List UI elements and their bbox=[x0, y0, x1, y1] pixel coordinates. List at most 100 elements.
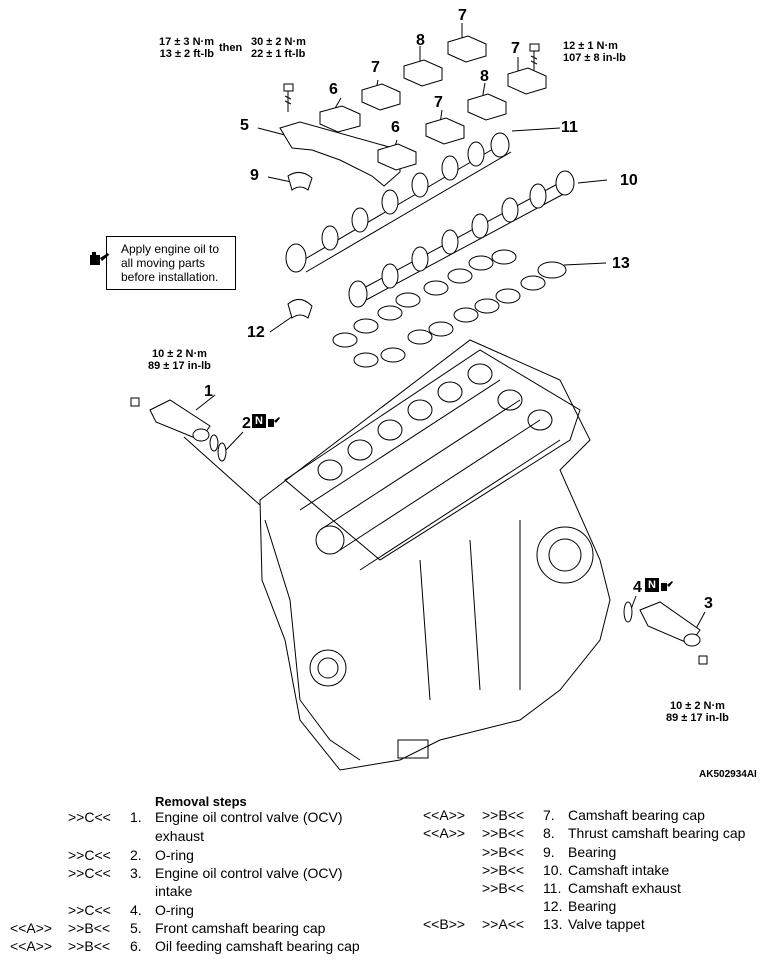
torque-line: 107 ± 8 in-lb bbox=[563, 52, 626, 64]
step-text: Front camshaft bearing cap bbox=[155, 920, 326, 936]
step-text: Oil feeding camshaft bearing cap bbox=[155, 938, 360, 954]
step-row: <<A>> >>B<< 8. Thrust camshaft bearing c… bbox=[0, 824, 770, 842]
step-number: 8. bbox=[543, 825, 555, 841]
callout-7d: 7 bbox=[511, 40, 520, 57]
step-remove-mark: >>B<< bbox=[482, 825, 525, 841]
engine-block bbox=[259, 339, 611, 771]
step-text: Bearing bbox=[568, 844, 617, 860]
removal-steps-title: Removal steps bbox=[155, 794, 247, 809]
removal-steps: Removal steps >>C<< 1. Engine oil contro… bbox=[0, 790, 770, 964]
torque-line: 12 ± 1 N·m bbox=[563, 40, 618, 52]
step-text: Camshaft exhaust bbox=[568, 880, 681, 896]
step-row: >>B<< 10. Camshaft intake bbox=[0, 861, 770, 879]
step-row: <<A>> >>B<< 7. Camshaft bearing cap bbox=[0, 806, 770, 824]
note-line: all moving parts bbox=[121, 256, 206, 270]
callout-8b: 8 bbox=[480, 68, 489, 85]
note-line: before installation. bbox=[121, 270, 219, 284]
oil-can-icon bbox=[660, 578, 674, 592]
step-install-mark: <<A>> bbox=[10, 938, 53, 954]
callout-11: 11 bbox=[561, 119, 578, 136]
step-number: 7. bbox=[543, 807, 555, 823]
o-ring-4 bbox=[623, 601, 633, 623]
bolt-icon bbox=[130, 43, 708, 665]
step-remove-mark: >>C<< bbox=[68, 865, 111, 881]
step-text: O-ring bbox=[155, 847, 194, 863]
step-number: 2. bbox=[130, 847, 142, 863]
torque-line: 22 ± 1 ft-lb bbox=[251, 48, 306, 60]
o-ring-2 bbox=[217, 442, 227, 462]
step-number: 11. bbox=[543, 880, 562, 896]
callout-7b: 7 bbox=[371, 59, 380, 76]
step-text: Engine oil control valve (OCV) bbox=[155, 809, 343, 825]
torque-line: 17 ± 3 N·m bbox=[159, 36, 214, 48]
ocv-intake bbox=[639, 601, 701, 647]
engine-exploded-diagram: AK502934AI 1 2 3 4 5 6 6 7 7 7 7 8 8 9 1… bbox=[88, 7, 757, 780]
oil-can-icon bbox=[267, 414, 281, 428]
step-remove-mark: >>C<< bbox=[68, 809, 111, 825]
engine-oil-note: Apply engine oil to all moving parts bef… bbox=[106, 236, 236, 290]
camshaft-intake bbox=[348, 170, 575, 308]
step-row: >>C<< 4. O-ring bbox=[0, 901, 380, 919]
callout-10: 10 bbox=[620, 172, 638, 189]
step-text-cont: exhaust bbox=[155, 828, 205, 844]
step-row: <<A>> >>B<< 5. Front camshaft bearing ca… bbox=[0, 919, 380, 937]
bearing-caps bbox=[319, 35, 547, 171]
step-row: >>C<< 3. Engine oil control valve (OCV) bbox=[0, 864, 380, 882]
callout-6a: 6 bbox=[329, 81, 338, 98]
new-part-icon: N bbox=[252, 414, 266, 428]
step-number: 5. bbox=[130, 920, 142, 936]
figure-code: AK502934AI bbox=[699, 769, 757, 780]
torque-final: 30 ± 2 N·m 22 ± 1 ft-lb bbox=[251, 36, 306, 60]
torque-line: 10 ± 2 N·m bbox=[151, 348, 207, 360]
callout-7c: 7 bbox=[434, 94, 443, 111]
step-remove-mark: >>B<< bbox=[68, 938, 111, 954]
torque-line: 89 ± 17 in-lb bbox=[666, 712, 729, 724]
bearing-shell-9 bbox=[287, 172, 313, 191]
step-text: Valve tappet bbox=[568, 916, 645, 932]
torque-line: 13 ± 2 ft-lb bbox=[159, 48, 214, 60]
note-line: Apply engine oil to bbox=[121, 242, 220, 256]
step-number: 10. bbox=[543, 862, 563, 878]
step-remove-mark: >>B<< bbox=[482, 807, 525, 823]
step-remove-mark: >>B<< bbox=[482, 862, 525, 878]
callout-7a: 7 bbox=[458, 7, 467, 24]
callout-2: 2 bbox=[242, 415, 251, 432]
torque-line: 10 ± 2 N·m bbox=[669, 700, 725, 712]
step-number: 6. bbox=[130, 938, 142, 954]
callout-9: 9 bbox=[250, 167, 259, 184]
step-remove-mark: >>A<< bbox=[482, 916, 525, 932]
step-text: Camshaft intake bbox=[568, 862, 670, 878]
step-install-mark: <<B>> bbox=[423, 916, 466, 932]
step-remove-mark: >>C<< bbox=[68, 847, 111, 863]
camshaft-exhaust bbox=[285, 132, 512, 273]
front-bearing-cap bbox=[279, 121, 401, 187]
diagram-artwork: AK502934AI bbox=[130, 23, 757, 780]
callout-5: 5 bbox=[240, 117, 249, 134]
step-row: >>B<< 9. Bearing bbox=[0, 843, 770, 861]
step-remove-mark: >>C<< bbox=[68, 902, 111, 918]
step-number: 9. bbox=[543, 844, 555, 860]
step-text-cont: intake bbox=[155, 883, 193, 899]
step-row: <<B>> >>A<< 13. Valve tappet bbox=[0, 915, 770, 933]
step-number: 1. bbox=[130, 809, 142, 825]
bearing-shell-12 bbox=[287, 299, 313, 319]
step-row: <<A>> >>B<< 6. Oil feeding camshaft bear… bbox=[0, 937, 380, 955]
torque-initial: 17 ± 3 N·m 13 ± 2 ft-lb bbox=[140, 36, 214, 60]
oil-can-icon bbox=[88, 251, 110, 267]
valve-tappets bbox=[332, 249, 567, 368]
step-text: Engine oil control valve (OCV) bbox=[155, 865, 343, 881]
callout-6b: 6 bbox=[391, 119, 400, 136]
callout-3: 3 bbox=[704, 595, 713, 612]
step-remove-mark: >>B<< bbox=[482, 880, 525, 896]
new-part-icon: N bbox=[645, 578, 659, 592]
step-text: Bearing bbox=[568, 898, 617, 914]
step-number: 12. bbox=[543, 898, 563, 914]
step-row: >>C<< 1. Engine oil control valve (OCV) bbox=[0, 808, 380, 826]
step-row: 12. Bearing bbox=[0, 897, 770, 915]
step-number: 4. bbox=[130, 902, 142, 918]
ocv-exhaust bbox=[149, 399, 219, 452]
callout-4: 4 bbox=[633, 579, 642, 596]
step-number: 3. bbox=[130, 865, 142, 881]
step-text: Thrust camshaft bearing cap bbox=[568, 825, 746, 841]
torque-ocv-intake: 10 ± 2 N·m 89 ± 17 in-lb bbox=[666, 700, 729, 724]
